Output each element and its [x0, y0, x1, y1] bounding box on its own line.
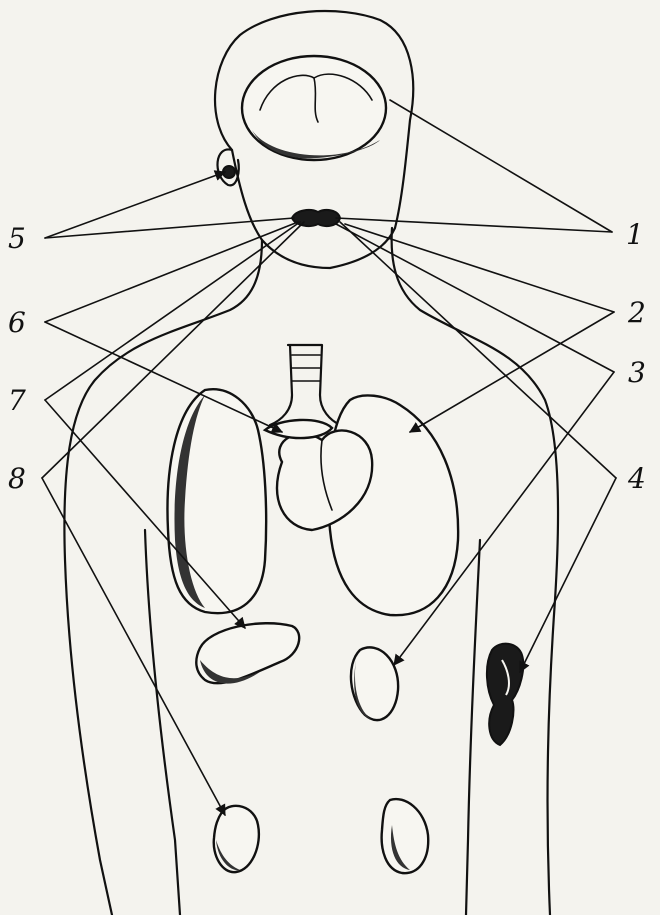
label-4: 4	[627, 462, 646, 495]
kidney-right	[382, 799, 429, 873]
label-2: 2	[627, 296, 646, 329]
adrenal-right	[487, 644, 523, 745]
kidney-left	[214, 806, 259, 872]
label-7: 7	[8, 384, 26, 417]
spleen	[351, 647, 398, 720]
label-1: 1	[626, 218, 644, 251]
label-8: 8	[8, 462, 26, 495]
brain	[242, 56, 386, 160]
trachea	[270, 345, 340, 425]
label-5: 5	[8, 222, 26, 255]
thyroid	[292, 210, 340, 226]
label-6: 6	[8, 306, 26, 339]
label-3: 3	[628, 356, 646, 389]
